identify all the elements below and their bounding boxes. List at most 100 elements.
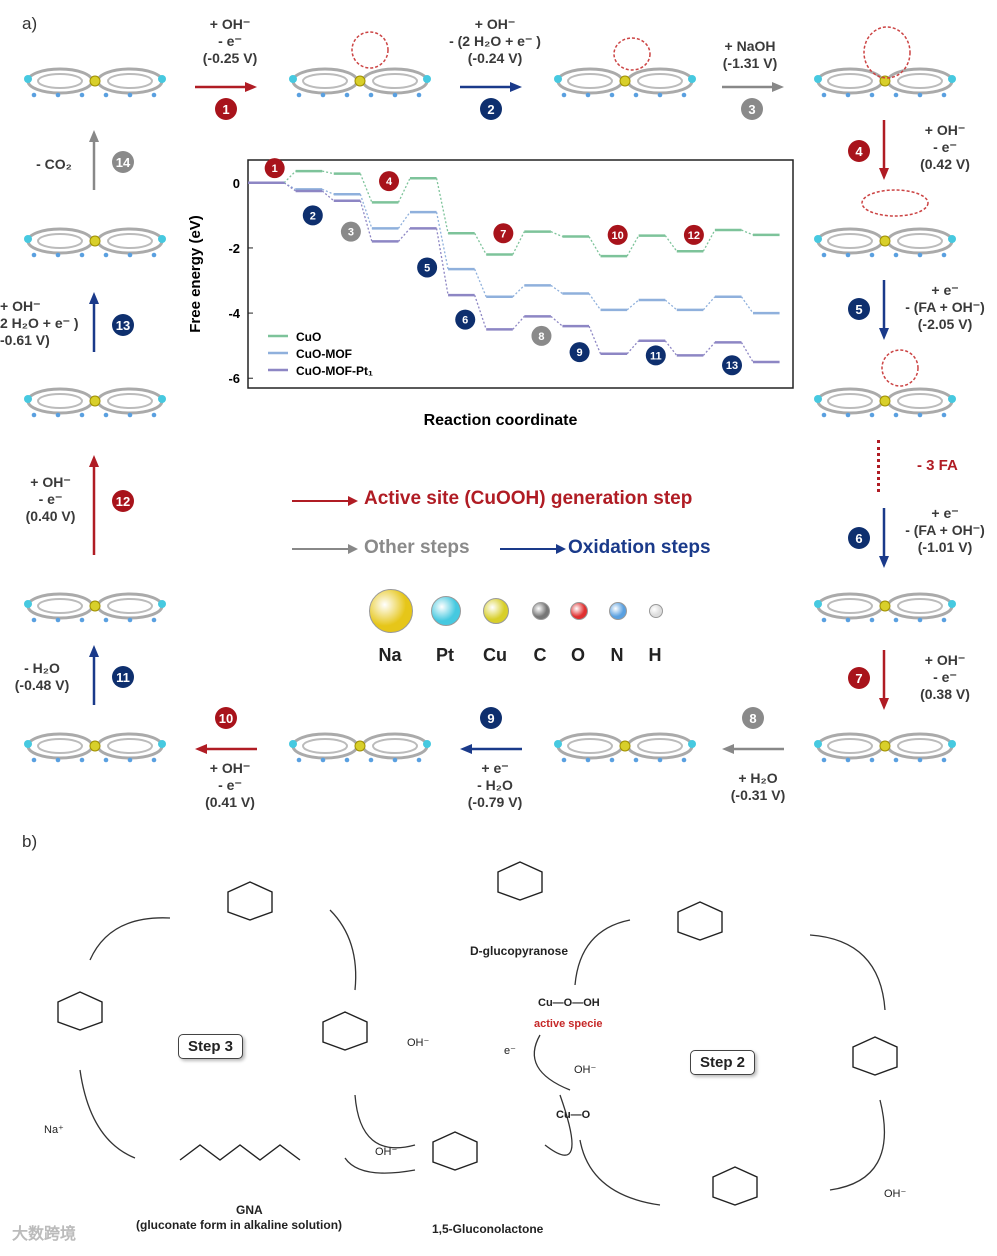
condition-line: + e⁻	[931, 505, 959, 521]
adsorbate	[860, 188, 930, 223]
energy-connector	[626, 235, 640, 257]
element-ball-n	[609, 602, 627, 620]
step-arrow	[878, 120, 890, 185]
e-minus-label: e⁻	[504, 1045, 516, 1057]
catalyst-structure	[810, 215, 960, 268]
gna-chain	[179, 1144, 301, 1161]
energy-connector	[550, 284, 563, 295]
condition-line: + H₂O	[738, 770, 778, 786]
catalyst-structure	[550, 720, 700, 773]
element-ball-h	[649, 604, 663, 618]
chart-step-badge-label: 13	[726, 360, 738, 372]
energy-connector	[283, 182, 297, 192]
cond-step-7: + OH⁻- e⁻(0.38 V)	[905, 652, 985, 703]
element-label-o: O	[570, 645, 585, 665]
sugar-ring	[712, 1166, 758, 1206]
mechanism-arrow	[829, 1099, 886, 1191]
mechanism-arrow	[544, 1094, 573, 1156]
legend-other: Other steps	[364, 537, 470, 558]
condition-line: - e⁻	[933, 669, 957, 685]
chart-step-badge	[340, 221, 361, 242]
element-ball-pt	[431, 596, 461, 626]
condition-line: (0.40 V)	[25, 508, 76, 524]
oh-label-3: OH⁻	[884, 1188, 907, 1200]
catalyst-structure	[810, 55, 960, 108]
element-label-pt: Pt	[436, 645, 454, 665]
x-axis-label: Reaction coordinate	[424, 412, 578, 429]
cu-o-label: Cu—O	[556, 1109, 591, 1121]
legend-entry: CuO-MOF-Pt₁	[296, 364, 373, 378]
catalyst-structure	[20, 215, 170, 268]
condition-line: - (2 H₂O + e⁻ )	[449, 33, 541, 49]
condition-line: - e⁻	[933, 139, 957, 155]
condition-line: + e⁻	[931, 282, 959, 298]
condition-line: + OH⁻	[30, 474, 71, 490]
energy-connector	[474, 268, 487, 298]
condition-line: (-0.79 V)	[467, 794, 523, 810]
step-badge-11: 11	[112, 666, 134, 688]
d-glucopyranose-label: D-glucopyranose	[470, 944, 569, 958]
condition-line: (0.42 V)	[920, 156, 970, 172]
element-ball-o	[570, 602, 588, 620]
panel-b: Step 3 Step 2 D-glucopyranose Cu—O—OH ac…	[0, 840, 997, 1251]
condition-line: (-0.24 V)	[467, 50, 523, 66]
condition-line: (-0.48 V)	[14, 677, 70, 693]
condition-line: + OH⁻	[474, 16, 516, 32]
step-arrow	[195, 742, 257, 760]
catalyst-structure	[285, 720, 435, 773]
catalyst-structure	[20, 375, 170, 428]
mechanism-arrow	[89, 917, 171, 961]
legend-oxidation: Oxidation steps	[568, 537, 711, 558]
step3-box: Step 3	[178, 1034, 244, 1059]
mechanism-arrow	[354, 1094, 416, 1149]
chart-step-badge	[607, 224, 628, 245]
catalyst-structure	[20, 580, 170, 633]
energy-connector	[664, 299, 678, 311]
chart-step-badge	[645, 345, 666, 366]
energy-connector	[512, 315, 525, 330]
y-tick-label: -2	[228, 241, 240, 256]
energy-connector	[435, 178, 449, 234]
energy-connector	[435, 211, 449, 270]
energy-connector	[321, 190, 335, 202]
condition-line: + OH⁻	[209, 16, 251, 32]
legend-entry: CuO	[296, 330, 321, 344]
chart-frame	[247, 159, 794, 389]
energy-connector	[550, 231, 563, 238]
mechanism-arrow	[344, 1157, 416, 1174]
catalyst-structure	[20, 720, 170, 773]
mechanism-arrow	[533, 1034, 571, 1091]
element-ball-na	[369, 589, 413, 633]
chart-step-badge-label: 6	[462, 315, 468, 327]
condition-line: - e⁻	[38, 491, 63, 507]
element-label-c: C	[533, 645, 547, 665]
chart-step-badge	[417, 257, 438, 278]
step-arrow	[88, 455, 100, 560]
energy-connector	[702, 229, 716, 252]
step-badge-1: 1	[215, 98, 237, 120]
cond-step-6: + e⁻- (FA + OH⁻)(-1.01 V)	[895, 505, 995, 556]
condition-line: 2 H₂O + e⁻ )	[0, 315, 79, 331]
energy-connector	[626, 299, 640, 311]
step-badge-13: 13	[112, 314, 134, 336]
condition-line: - (FA + OH⁻)	[905, 522, 985, 538]
element-label-h: H	[648, 645, 662, 665]
cond-step-8: + H₂O(-0.31 V)	[708, 770, 808, 804]
step-arrow	[88, 130, 100, 195]
element-label-na: Na	[378, 645, 402, 665]
mechanism-arrow	[579, 1139, 661, 1206]
energy-connector	[397, 211, 411, 229]
condition-line: - H₂O	[24, 660, 60, 676]
condition-line: - H₂O	[477, 777, 513, 793]
chart-step-badge	[569, 342, 590, 363]
catalyst-structure	[550, 55, 700, 108]
chart-step-badge-label: 3	[348, 227, 354, 239]
energy-connector	[397, 177, 411, 203]
energy-connector	[397, 227, 411, 242]
chart-step-badge-label: 8	[538, 331, 544, 343]
energy-connector	[741, 229, 754, 236]
legend-blue-arrow	[500, 544, 566, 554]
condition-line: (0.41 V)	[205, 794, 255, 810]
